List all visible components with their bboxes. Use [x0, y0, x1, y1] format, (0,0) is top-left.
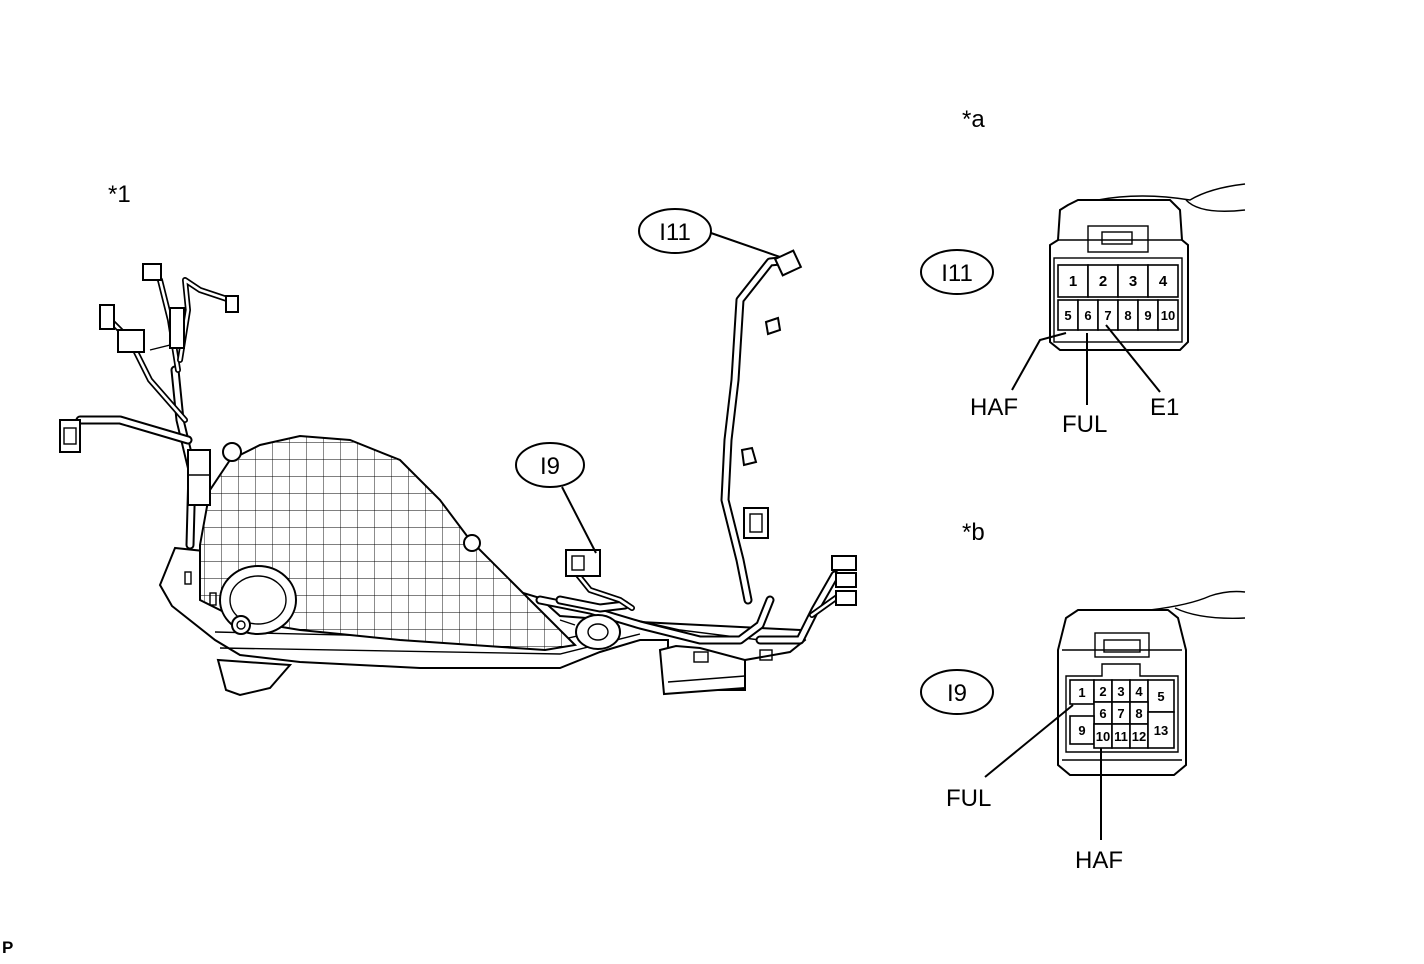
pin-number: 5 [1157, 689, 1164, 704]
pin-cavity [1069, 679, 1095, 705]
pin-cavity [1069, 715, 1095, 745]
pin-number: 10 [1161, 308, 1175, 323]
callout-i11: I11 [638, 208, 781, 258]
leader-haf-a [1011, 332, 1067, 391]
view-a-label: *a [962, 106, 985, 133]
component-illustration [59, 249, 857, 697]
pin-cavity [1157, 299, 1179, 331]
pin-number: 2 [1099, 273, 1107, 290]
pin-number: 3 [1117, 684, 1124, 699]
leader-ful-b [984, 704, 1074, 778]
terminal-e1-a: E1 [1150, 394, 1179, 421]
terminal-ful-a: FUL [1062, 411, 1107, 438]
pin-number: 1 [1069, 273, 1077, 290]
callout-i9-label: I9 [540, 453, 560, 480]
pin-number: 8 [1135, 706, 1142, 721]
pin-number: 9 [1144, 308, 1151, 323]
pin-number: 3 [1129, 273, 1137, 290]
connector-i11-id-label: I11 [941, 260, 973, 287]
callout-i11-label: I11 [659, 219, 691, 246]
pin-number: 9 [1078, 723, 1085, 738]
connector-i11-id: I11 [920, 249, 994, 295]
terminal-haf-b: HAF [1075, 847, 1123, 874]
pin-number: 4 [1159, 273, 1168, 290]
pin-number: 12 [1132, 729, 1146, 744]
terminal-haf-a: HAF [970, 394, 1018, 421]
leader-e1-a [1105, 324, 1161, 393]
pin-number: 11 [1114, 729, 1128, 744]
pin-number: 6 [1099, 706, 1106, 721]
pin-cavity [1147, 264, 1179, 298]
pin-number: 13 [1154, 723, 1168, 738]
callout-i9: I9 [515, 442, 597, 554]
part-label: *1 [108, 181, 131, 208]
view-b-label: *b [962, 519, 985, 546]
page-mark: P [2, 938, 13, 957]
pin-number: 6 [1084, 308, 1091, 323]
pin-number: 4 [1135, 684, 1143, 699]
terminal-ful-b: FUL [946, 785, 991, 812]
pin-number: 10 [1096, 729, 1110, 744]
pin-number: 7 [1104, 308, 1111, 323]
pin-number: 2 [1099, 684, 1106, 699]
pin-number: 5 [1064, 308, 1071, 323]
pin-cavity [1057, 264, 1089, 298]
pin-number: 1 [1078, 685, 1085, 700]
pin-cavity [1147, 711, 1175, 749]
pin-number: 7 [1117, 706, 1124, 721]
connector-i9-id: I9 [920, 669, 994, 715]
pin-number: 8 [1124, 308, 1131, 323]
connector-i9-id-label: I9 [947, 680, 967, 707]
